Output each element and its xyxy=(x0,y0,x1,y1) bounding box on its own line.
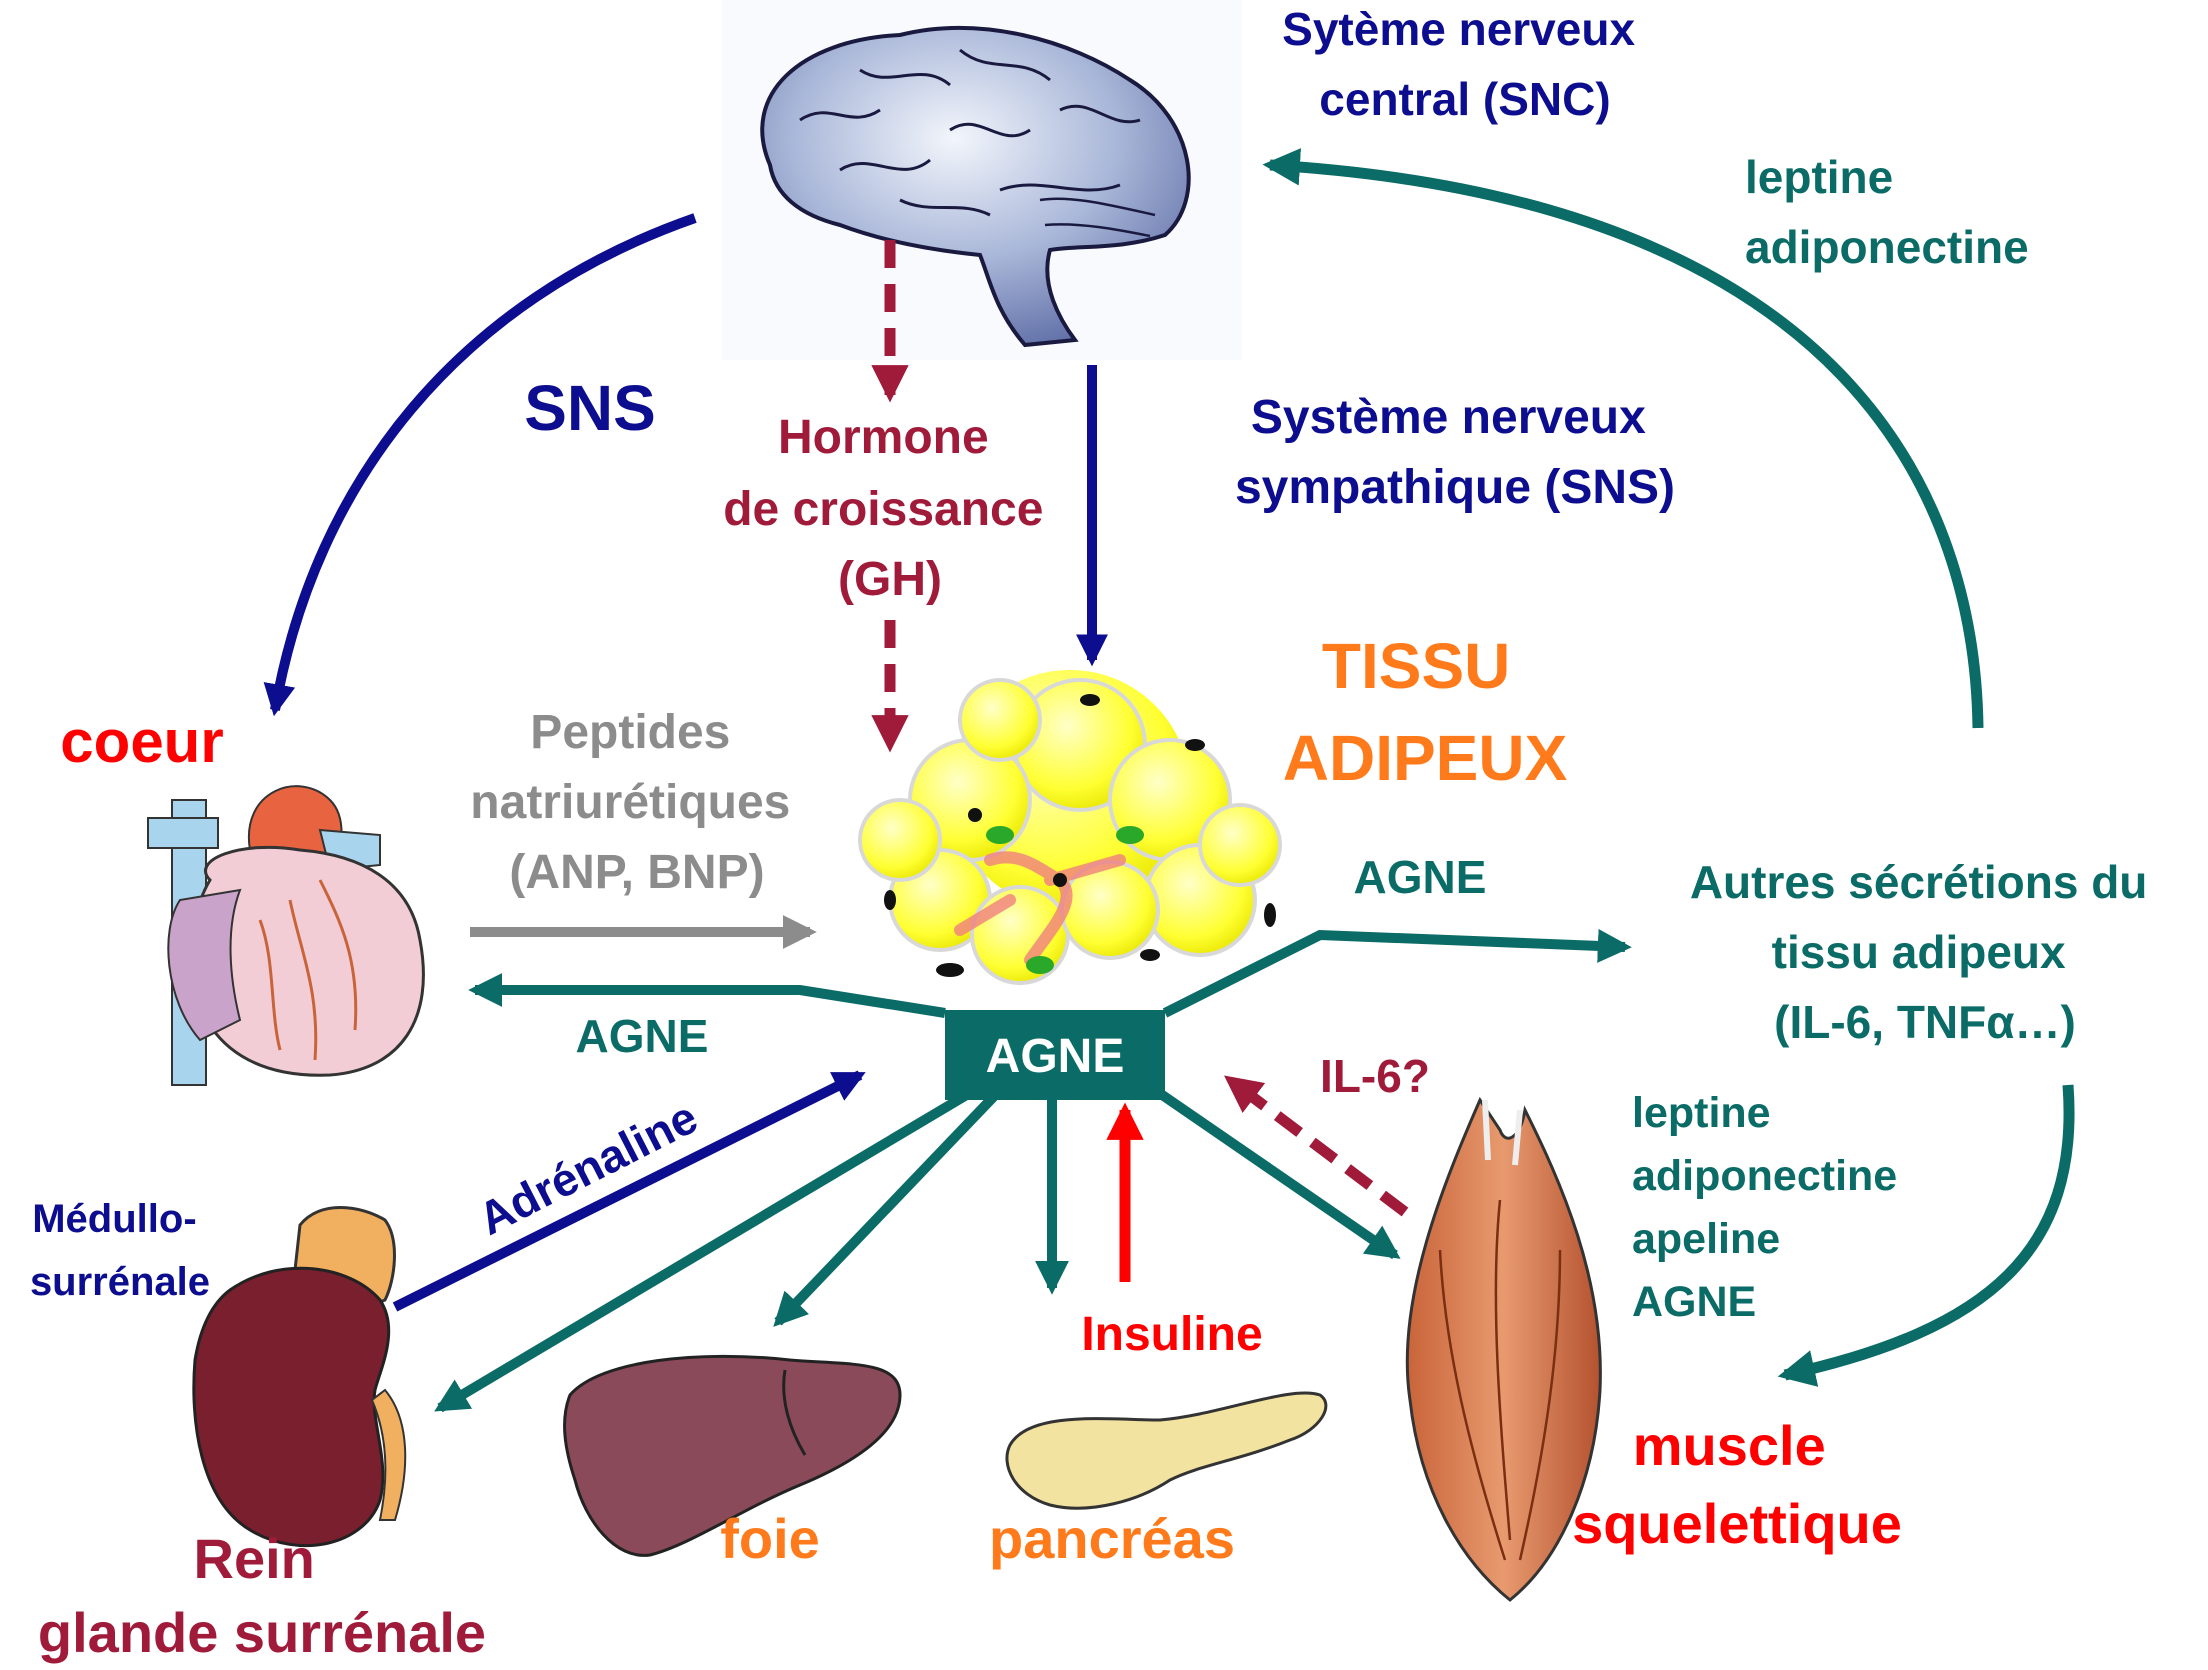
leptine-arrow-to-snc xyxy=(1262,148,1984,729)
sns-long-label: Système nerveux sympathique (SNS) xyxy=(1235,391,1675,514)
muscle-icon xyxy=(1405,1096,1602,1602)
other-secretions-label: Autres sécrétions du tissu adipeux (IL-6… xyxy=(1690,856,2160,1048)
adipose-tissue-icon xyxy=(858,670,1282,985)
agne-arrow-to-secretions xyxy=(1162,928,1632,1018)
agne-arrow-to-liver xyxy=(773,1086,1004,1327)
pancreas-label: pancréas xyxy=(989,1507,1235,1570)
snc-label: Sytème nerveux central (SNC) xyxy=(1282,3,1648,125)
muscle-label: muscle squelettique xyxy=(1572,1414,1902,1555)
agne-arrow-to-heart xyxy=(468,972,946,1018)
sns-arrow-to-heart xyxy=(263,213,697,717)
brain-icon xyxy=(722,0,1242,360)
kidney-label: Rein glande surrénale xyxy=(38,1527,486,1664)
natriuretic-peptides-label: Peptides natriurétiques (ANP, BNP) xyxy=(470,706,803,899)
agne-right-label: AGNE xyxy=(1354,851,1487,903)
il6-label: IL-6? xyxy=(1320,1050,1430,1102)
adipose-tissue-title: TISSU ADIPEUX xyxy=(1283,630,1568,794)
adrenaline-arrow xyxy=(392,1070,866,1312)
agne-arrow-to-kidney xyxy=(434,1085,978,1413)
liver-label: foie xyxy=(720,1507,820,1570)
agne-box-label: AGNE xyxy=(986,1030,1125,1083)
agne-box xyxy=(945,1010,1165,1100)
secretions-arrow-to-muscle xyxy=(1777,1084,2075,1387)
sns-short-label: SNS xyxy=(524,372,656,444)
growth-hormone-label: Hormone de croissance (GH) xyxy=(723,411,1057,606)
heart-icon xyxy=(147,785,425,1086)
insuline-label: Insuline xyxy=(1081,1308,1262,1361)
agne-left-label: AGNE xyxy=(576,1010,709,1062)
heart-label: coeur xyxy=(60,708,223,775)
il6-arrow xyxy=(1224,1075,1409,1217)
medullo-surrenale-label: Médullo- surrénale xyxy=(30,1197,210,1304)
leptine-adiponectine-top-label: leptine adiponectine xyxy=(1745,151,2029,273)
pancreas-icon xyxy=(1005,1391,1328,1510)
liver-icon xyxy=(563,1354,902,1557)
kidney-adrenal-icon xyxy=(192,1206,407,1548)
secretions-list-label: leptine adiponectine apeline AGNE xyxy=(1632,1089,1909,1326)
agne-arrow-to-muscle xyxy=(1152,1085,1401,1260)
